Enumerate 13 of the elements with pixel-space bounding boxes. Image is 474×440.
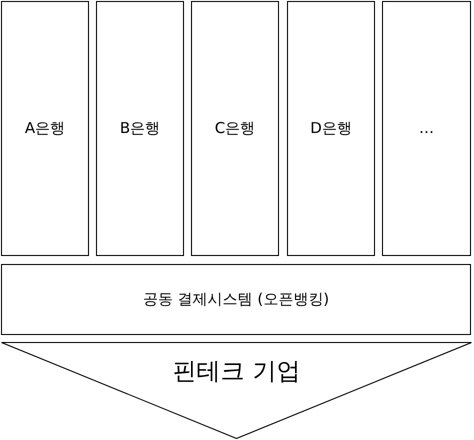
triangle-label: 핀테크 기업 xyxy=(172,356,300,386)
bank-box xyxy=(287,1,375,256)
system-label: 공동 결제시스템 (오픈뱅킹) xyxy=(142,289,330,310)
bank-label: B은행 xyxy=(120,118,160,140)
bank-label: A은행 xyxy=(24,118,66,140)
bank-label: D은행 xyxy=(310,118,352,140)
bank-box xyxy=(96,1,184,256)
bank-box xyxy=(382,1,471,256)
bank-label: … xyxy=(419,118,434,140)
system-bar xyxy=(1,264,471,335)
bank-label: C은행 xyxy=(214,118,256,140)
bank-box xyxy=(1,1,89,256)
bank-box xyxy=(191,1,279,256)
